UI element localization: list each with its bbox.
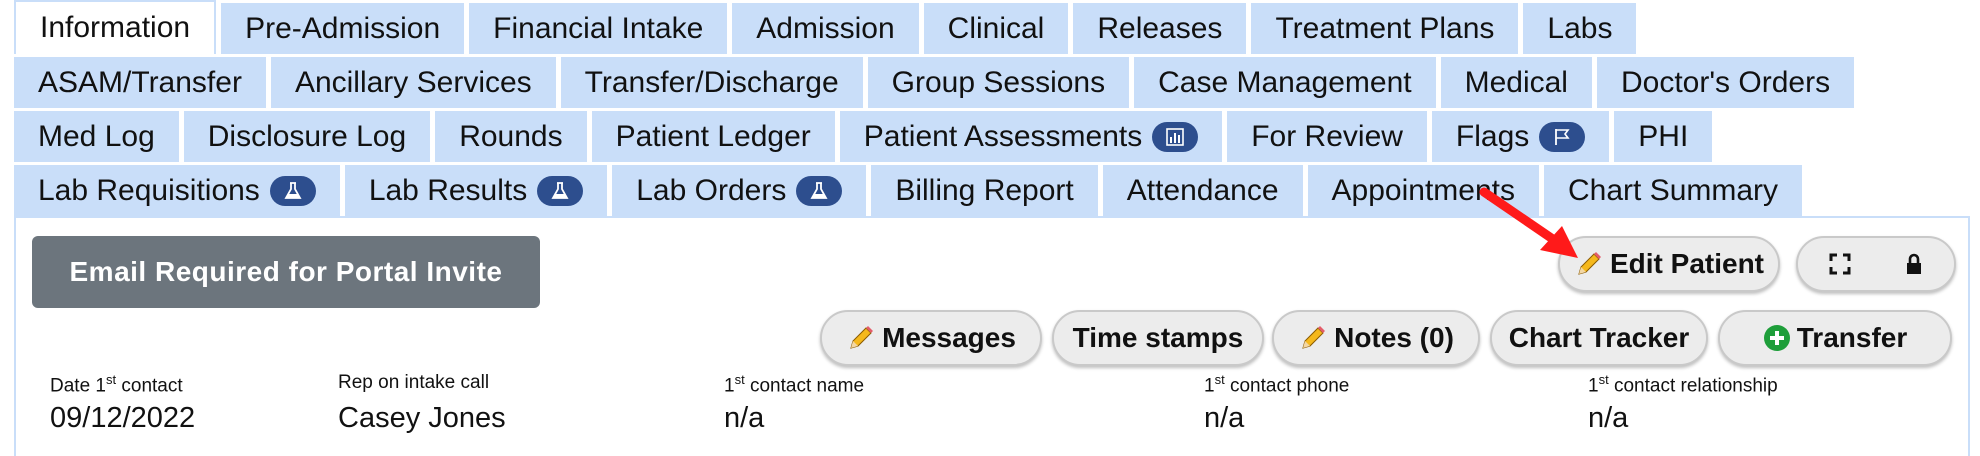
tab-bar: Information Pre-Admission Financial Inta… xyxy=(14,0,1970,216)
tab-billing-report[interactable]: Billing Report xyxy=(871,165,1098,216)
tab-row-4: Lab Requisitions Lab Results Lab Orders … xyxy=(14,162,1970,216)
tab-medical[interactable]: Medical xyxy=(1440,57,1592,108)
tab-treatment-plans[interactable]: Treatment Plans xyxy=(1251,3,1519,54)
time-stamps-button[interactable]: Time stamps xyxy=(1052,310,1264,366)
tab-case-management[interactable]: Case Management xyxy=(1134,57,1436,108)
date-first-contact-label: Date 1st contact xyxy=(50,372,183,397)
messages-button[interactable]: Messages xyxy=(820,310,1042,366)
rep-on-intake-label: Rep on intake call xyxy=(338,372,490,393)
tab-chart-summary[interactable]: Chart Summary xyxy=(1544,165,1803,216)
tab-lab-results[interactable]: Lab Results xyxy=(344,165,608,216)
tab-releases[interactable]: Releases xyxy=(1073,3,1247,54)
tab-flags[interactable]: Flags xyxy=(1431,111,1610,162)
transfer-button[interactable]: Transfer xyxy=(1718,310,1952,366)
tab-lab-orders[interactable]: Lab Orders xyxy=(612,165,867,216)
first-contact-phone-value: n/a xyxy=(1204,402,1245,434)
tab-financial-intake[interactable]: Financial Intake xyxy=(469,3,728,54)
tab-attendance[interactable]: Attendance xyxy=(1102,165,1303,216)
plus-circle-icon xyxy=(1763,324,1791,352)
first-contact-name-value: n/a xyxy=(724,402,765,434)
window-controls xyxy=(1796,236,1956,292)
tab-lab-requisitions[interactable]: Lab Requisitions xyxy=(14,165,340,216)
notes-button[interactable]: Notes (0) xyxy=(1272,310,1480,366)
flask-icon xyxy=(537,175,584,206)
flask-icon xyxy=(796,175,843,206)
tab-row-2: ASAM/Transfer Ancillary Services Transfe… xyxy=(14,54,1970,108)
tab-phi[interactable]: PHI xyxy=(1614,111,1713,162)
portal-invite-button[interactable]: Email Required for Portal Invite xyxy=(32,236,540,308)
rep-on-intake-value: Casey Jones xyxy=(338,402,506,434)
tab-labs[interactable]: Labs xyxy=(1523,3,1637,54)
patient-info-panel: Email Required for Portal Invite Edit Pa… xyxy=(14,216,1970,456)
tab-disclosure-log[interactable]: Disclosure Log xyxy=(183,111,431,162)
tab-clinical[interactable]: Clinical xyxy=(923,3,1069,54)
tab-row-1: Information Pre-Admission Financial Inta… xyxy=(14,0,1970,54)
tab-med-log[interactable]: Med Log xyxy=(14,111,179,162)
date-first-contact-value: 09/12/2022 xyxy=(50,402,196,434)
tab-admission[interactable]: Admission xyxy=(732,3,919,54)
first-contact-relationship-label: 1st contact relationship xyxy=(1588,372,1778,397)
flag-icon xyxy=(1539,121,1586,152)
tab-information[interactable]: Information xyxy=(14,0,217,54)
tab-rounds[interactable]: Rounds xyxy=(435,111,587,162)
tab-patient-assessments[interactable]: Patient Assessments xyxy=(839,111,1223,162)
first-contact-relationship-value: n/a xyxy=(1588,402,1629,434)
first-contact-phone-label: 1st contact phone xyxy=(1204,372,1350,397)
tab-group-sessions[interactable]: Group Sessions xyxy=(867,57,1130,108)
tab-for-review[interactable]: For Review xyxy=(1227,111,1427,162)
first-contact-name-label: 1st contact name xyxy=(724,372,865,397)
tab-row-3: Med Log Disclosure Log Rounds Patient Le… xyxy=(14,108,1970,162)
tab-doctors-orders[interactable]: Doctor's Orders xyxy=(1596,57,1855,108)
tab-patient-ledger[interactable]: Patient Ledger xyxy=(591,111,835,162)
tab-pre-admission[interactable]: Pre-Admission xyxy=(221,3,465,54)
expand-icon[interactable] xyxy=(1828,252,1852,276)
pencil-icon xyxy=(846,323,876,353)
lock-icon[interactable] xyxy=(1904,253,1924,275)
annotation-arrow-icon xyxy=(1479,187,1578,258)
pencil-icon xyxy=(1298,323,1328,353)
pencil-icon xyxy=(1574,249,1604,279)
chart-tracker-button[interactable]: Chart Tracker xyxy=(1490,310,1708,366)
tab-transfer-discharge[interactable]: Transfer/Discharge xyxy=(560,57,863,108)
tab-asam-transfer[interactable]: ASAM/Transfer xyxy=(14,57,266,108)
chart-icon xyxy=(1152,121,1199,152)
flask-icon xyxy=(269,175,316,206)
tab-ancillary-services[interactable]: Ancillary Services xyxy=(270,57,556,108)
edit-patient-button[interactable]: Edit Patient xyxy=(1558,236,1780,292)
